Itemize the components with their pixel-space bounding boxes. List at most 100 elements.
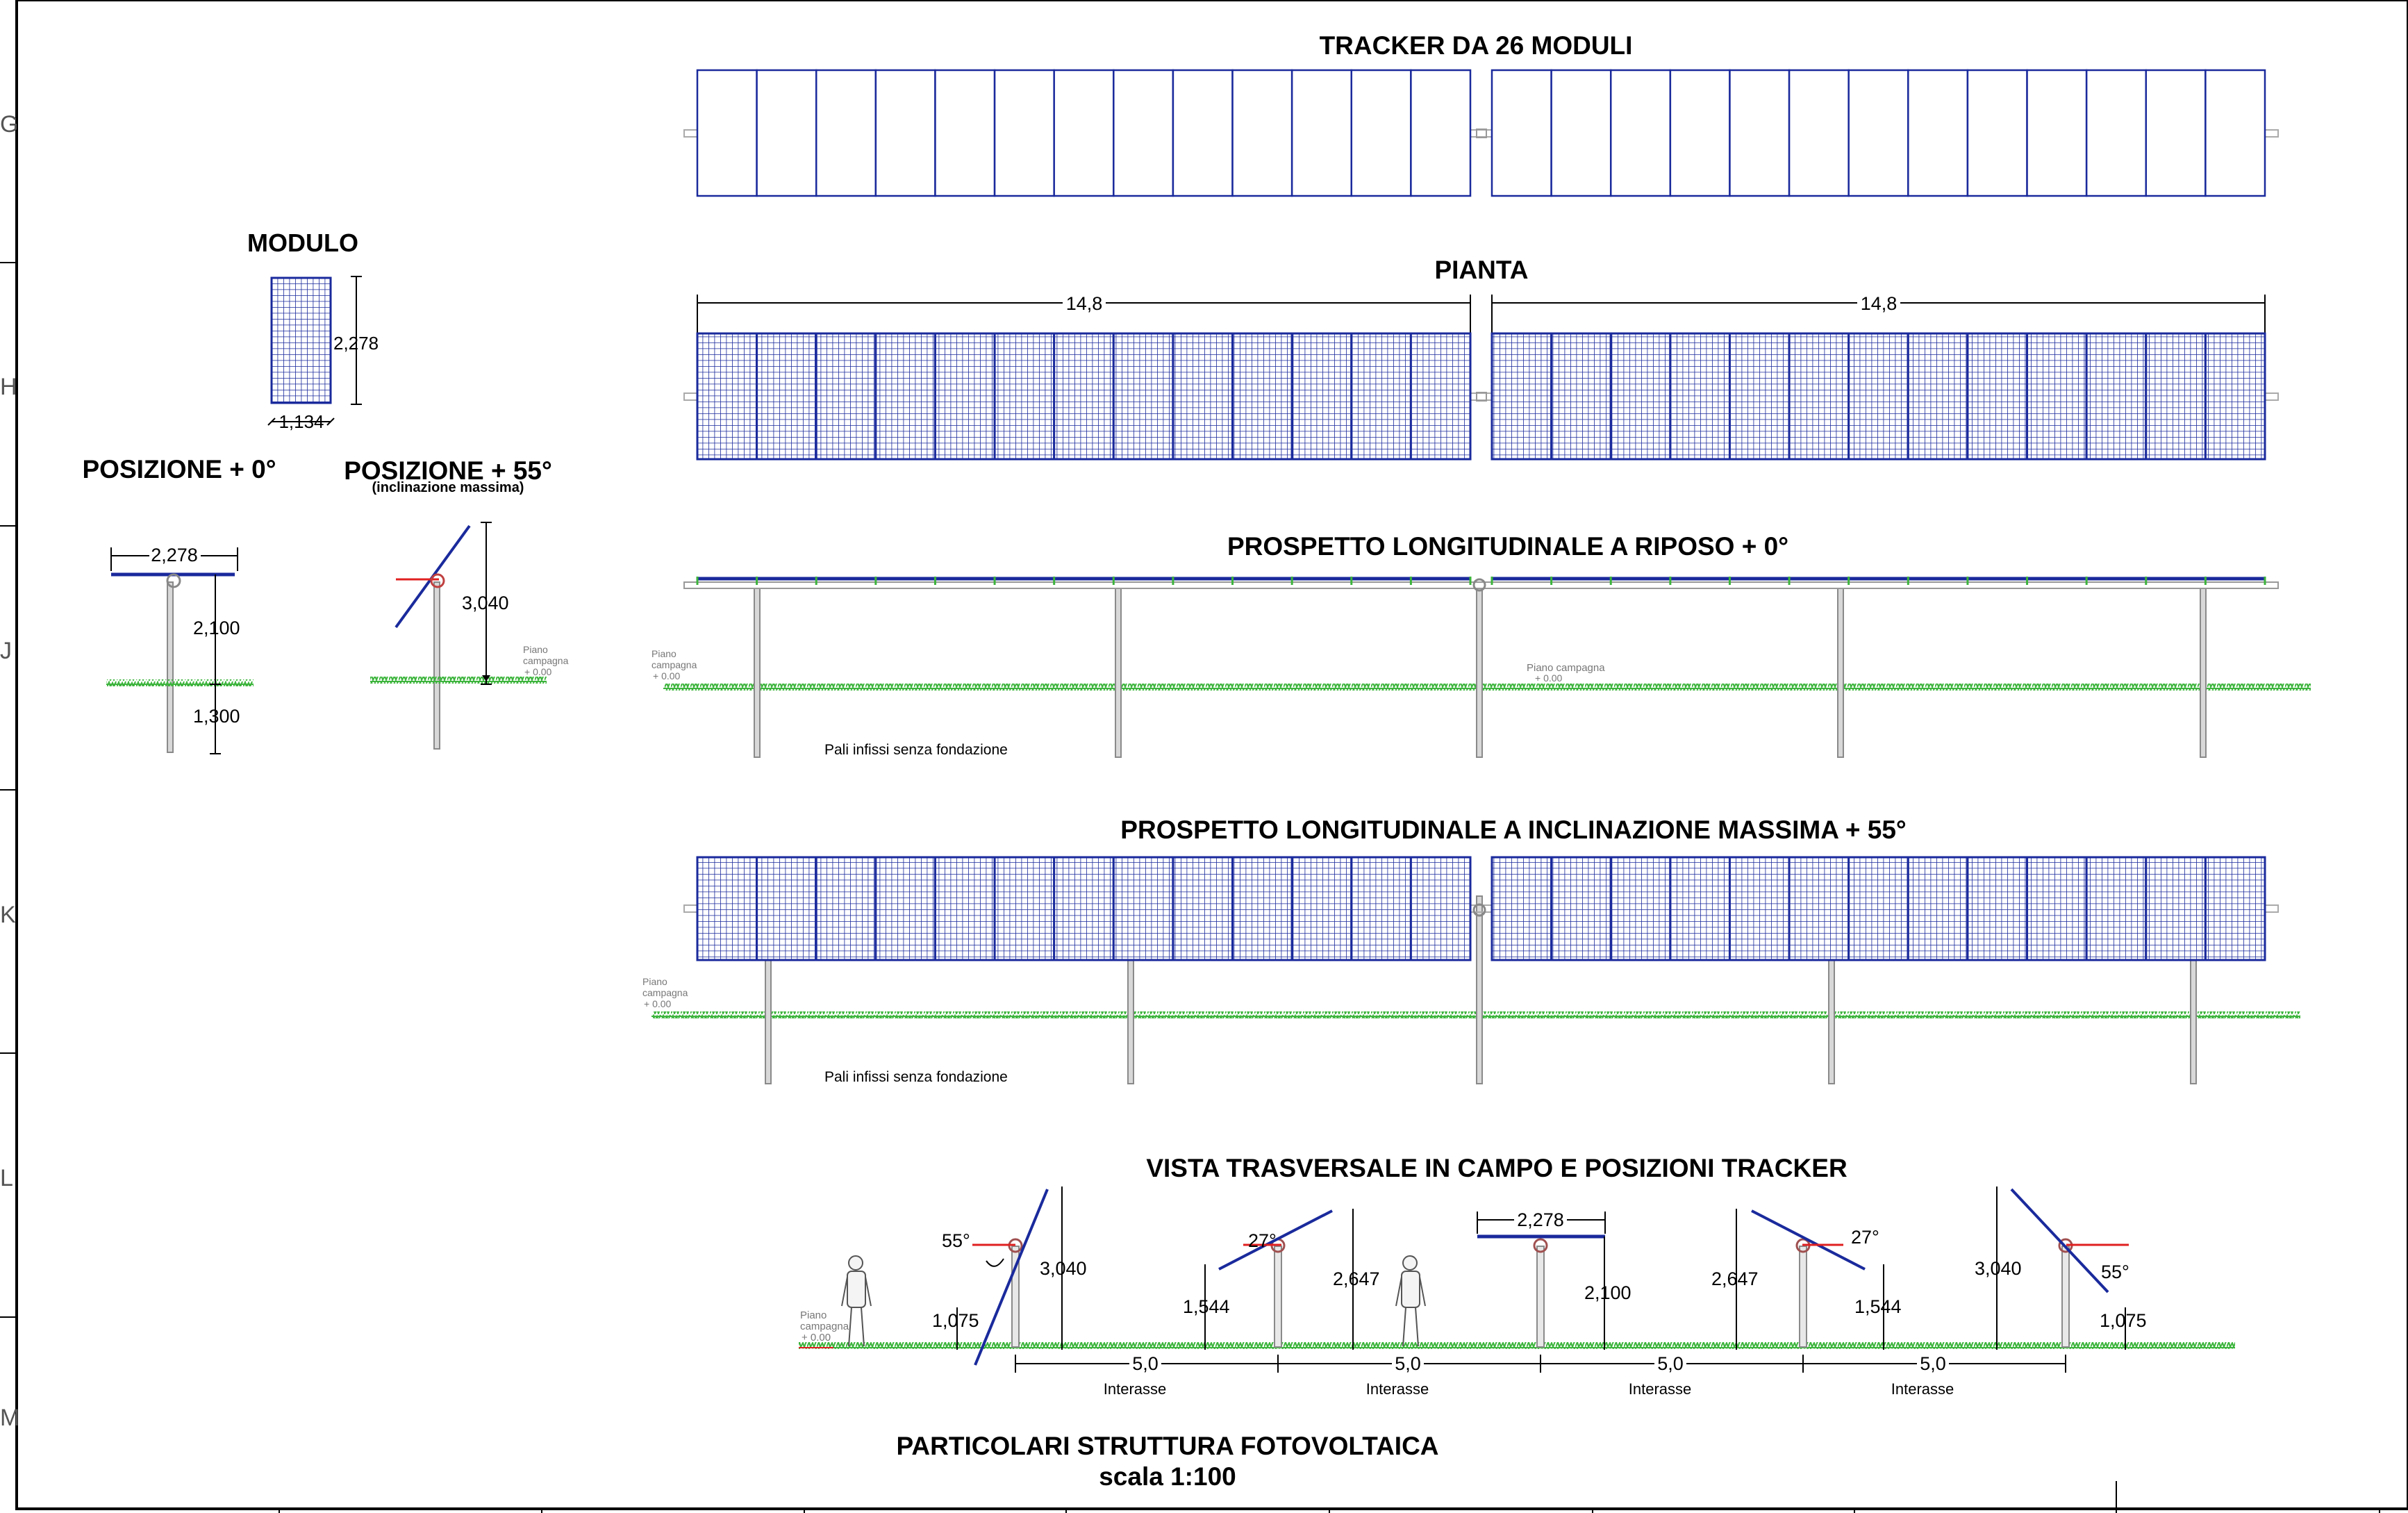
pianta-length-right: 14,8 <box>1861 293 1898 314</box>
pile <box>1476 583 1483 758</box>
max-ground-quota: + 0.00 <box>644 998 672 1009</box>
tracker-post <box>1011 1246 1020 1348</box>
max-module <box>1231 856 1293 961</box>
pile <box>2190 958 2197 1084</box>
title-pianta: PIANTA <box>1435 256 1529 284</box>
plan-module <box>1231 332 1293 461</box>
elevation-rest-drawing <box>663 577 2311 758</box>
max-module <box>874 856 936 961</box>
dim-2278-cross: 2,278 <box>1517 1209 1564 1230</box>
tracker-module <box>1113 69 1174 197</box>
interasse-1: Interasse <box>1104 1380 1167 1398</box>
pos55-ground-campagna: campagna <box>523 655 569 666</box>
pos55-height-label: 3,040 <box>462 593 509 613</box>
rest-ground-mid-label: Piano campagna <box>1527 662 1605 674</box>
max-module <box>1112 856 1174 961</box>
pianta-dimensions <box>697 295 2266 333</box>
plan-module <box>1172 332 1234 461</box>
rest-ground-left-quota: + 0.00 <box>653 670 681 681</box>
plan-module <box>993 332 1056 461</box>
tracker-module <box>2026 69 2088 197</box>
rest-ground-left-campagna: campagna <box>651 659 697 670</box>
tracker-module <box>1669 69 1731 197</box>
max-module <box>1491 856 1553 961</box>
rest-tube <box>683 581 2279 589</box>
pile <box>1828 958 1835 1084</box>
max-module <box>1907 856 1969 961</box>
tracker-module <box>1290 69 1353 197</box>
tracker-module <box>696 69 758 197</box>
max-module <box>1728 856 1791 961</box>
tracker-module <box>1966 69 2028 197</box>
pos55-ground-piano: Piano <box>523 644 548 655</box>
dim-1075-left: 1,075 <box>932 1310 979 1331</box>
tracker-module <box>1491 69 1552 197</box>
position-55-drawing <box>370 522 547 750</box>
module-height-label: 2,278 <box>333 333 379 354</box>
max-module <box>1172 856 1234 961</box>
tracker-module <box>1350 69 1412 197</box>
tracker-module <box>874 69 936 197</box>
plan-module <box>1669 332 1731 461</box>
ground <box>665 684 2311 691</box>
dim-1075-right: 1,075 <box>2100 1310 2147 1331</box>
plan-module <box>1728 332 1791 461</box>
interasse-3: Interasse <box>1629 1380 1692 1398</box>
interasse-2: Interasse <box>1366 1380 1429 1398</box>
tracker-module <box>1788 69 1850 197</box>
max-module <box>756 856 817 961</box>
max-module <box>1409 856 1472 961</box>
tracker-module <box>1847 69 1909 197</box>
subtitle-position-55: (inclinazione massima) <box>372 480 524 495</box>
rest-ground-mid-quota: + 0.00 <box>1535 672 1563 684</box>
max-module <box>1550 856 1612 961</box>
plan-module <box>2085 332 2148 461</box>
plan-module <box>2026 332 2088 461</box>
tracker-module <box>2145 69 2207 197</box>
row-letter: J <box>0 638 12 664</box>
angle-27-left: 27° <box>1248 1230 1277 1251</box>
rest-drive <box>1472 578 1486 592</box>
pile <box>1127 958 1134 1084</box>
dim-1544-left: 1,544 <box>1183 1296 1230 1317</box>
spacing-3: 5,0 <box>1657 1353 1684 1374</box>
tracker-outline <box>683 69 2279 197</box>
tracker-module <box>1053 69 1115 197</box>
plan-module <box>696 332 758 461</box>
angle-55-left: 55° <box>942 1230 970 1251</box>
spacing-2: 5,0 <box>1395 1353 1421 1374</box>
tracker-module <box>993 69 1055 197</box>
plan-joint <box>1476 392 1487 402</box>
pile <box>765 958 772 1084</box>
max-module <box>2085 856 2148 961</box>
max-module <box>2026 856 2088 961</box>
max-module <box>1053 856 1115 961</box>
elevation-max-drawing <box>651 856 2300 1084</box>
cross-ground-piano: Piano <box>800 1309 827 1321</box>
plan-module <box>1907 332 1969 461</box>
plan-module <box>1350 332 1412 461</box>
interasse-4: Interasse <box>1891 1380 1954 1398</box>
cross-view-drawing <box>799 1187 2235 1373</box>
dim-2647-right: 2,647 <box>1711 1268 1759 1289</box>
pile <box>754 583 761 758</box>
sheet-title: PARTICOLARI STRUTTURA FOTOVOLTAICA <box>896 1432 1438 1460</box>
plan-module <box>1409 332 1472 461</box>
plan-module <box>874 332 936 461</box>
max-module <box>1669 856 1731 961</box>
tracker-module <box>934 69 996 197</box>
plan-module <box>1053 332 1115 461</box>
max-module <box>1847 856 1909 961</box>
max-module <box>1350 856 1412 961</box>
plan-module <box>2145 332 2207 461</box>
row-letter: G <box>0 111 18 138</box>
cross-ground-quota: + 0.00 <box>802 1332 831 1343</box>
max-ground-piano: Piano <box>642 976 667 987</box>
tracker-module <box>1609 69 1672 197</box>
max-drive <box>1472 903 1486 917</box>
plan-module <box>815 332 877 461</box>
sheet-scale: scala 1:100 <box>1099 1462 1236 1491</box>
title-elevation-max: PROSPETTO LONGITUDINALE A INCLINAZIONE M… <box>1120 816 1906 844</box>
